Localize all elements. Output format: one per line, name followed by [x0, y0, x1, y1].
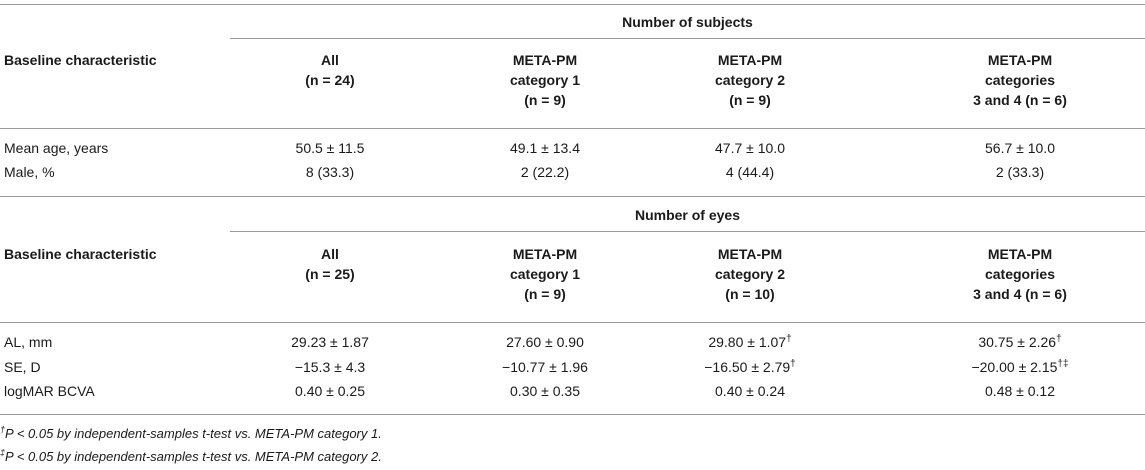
table-cell: 2 (22.2) — [520, 164, 570, 180]
table-cell: 0.48 ± 0.12 — [985, 383, 1055, 399]
eyes-col-cat34: META-PM categories 3 and 4 (n = 6) — [973, 246, 1067, 302]
eyes-col-all: All (n = 25) — [305, 246, 355, 282]
subjects-col-cat34: META-PM categories 3 and 4 (n = 6) — [973, 52, 1067, 108]
footnote-double-dagger: ‡P < 0.05 by independent-samples t-test … — [0, 447, 382, 464]
top-rule — [0, 4, 1145, 5]
table-cell: −16.50 ± 2.79† — [704, 358, 796, 375]
row-label: logMAR BCVA — [4, 383, 95, 399]
table-cell: 0.30 ± 0.35 — [510, 383, 580, 399]
subjects-header-rule — [0, 128, 1145, 129]
subjects-col-all: All (n = 24) — [305, 52, 355, 88]
table-cell: 29.23 ± 1.87 — [291, 334, 369, 350]
eyes-col-cat1: META-PM category 1 (n = 9) — [509, 246, 581, 302]
table-cell: −15.3 ± 4.3 — [294, 359, 366, 375]
row-label: Male, % — [4, 164, 55, 180]
subjects-col-cat1: META-PM category 1 (n = 9) — [509, 52, 581, 108]
eyes-header-left: Baseline characteristic — [4, 246, 157, 262]
table-cell: 0.40 ± 0.24 — [715, 383, 785, 399]
subjects-group-rule — [230, 38, 1145, 39]
row-label: AL, mm — [4, 334, 53, 350]
subjects-header-left: Baseline characteristic — [4, 52, 157, 68]
table-cell: 8 (33.3) — [305, 164, 355, 180]
eyes-group-rule — [230, 231, 1145, 232]
table-cell: 0.40 ± 0.25 — [295, 383, 365, 399]
bottom-rule — [0, 414, 1145, 415]
subjects-group-title: Number of subjects — [622, 14, 753, 30]
table-cell: 49.1 ± 13.4 — [510, 140, 580, 156]
eyes-header-rule — [0, 322, 1145, 323]
table-cell: 2 (33.3) — [995, 164, 1045, 180]
table-cell: 29.80 ± 1.07† — [708, 333, 792, 350]
table-cell: −20.00 ± 2.15†‡ — [971, 358, 1069, 375]
table-cell: 47.7 ± 10.0 — [715, 140, 785, 156]
row-label: Mean age, years — [4, 140, 109, 156]
table-cell: −10.77 ± 1.96 — [502, 359, 588, 375]
table-cell: 50.5 ± 11.5 — [295, 140, 365, 156]
table-cell: 27.60 ± 0.90 — [506, 334, 584, 350]
section-rule — [0, 196, 1145, 197]
table-cell: 56.7 ± 10.0 — [985, 140, 1055, 156]
subjects-col-cat2: META-PM category 2 (n = 9) — [714, 52, 786, 108]
eyes-group-title: Number of eyes — [634, 207, 741, 223]
eyes-col-cat2: META-PM category 2 (n = 10) — [714, 246, 786, 302]
row-label: SE, D — [4, 359, 41, 375]
footnote-dagger: †P < 0.05 by independent-samples t-test … — [0, 424, 382, 441]
table-cell: 30.75 ± 2.26† — [978, 333, 1062, 350]
table-cell: 4 (44.4) — [725, 164, 775, 180]
